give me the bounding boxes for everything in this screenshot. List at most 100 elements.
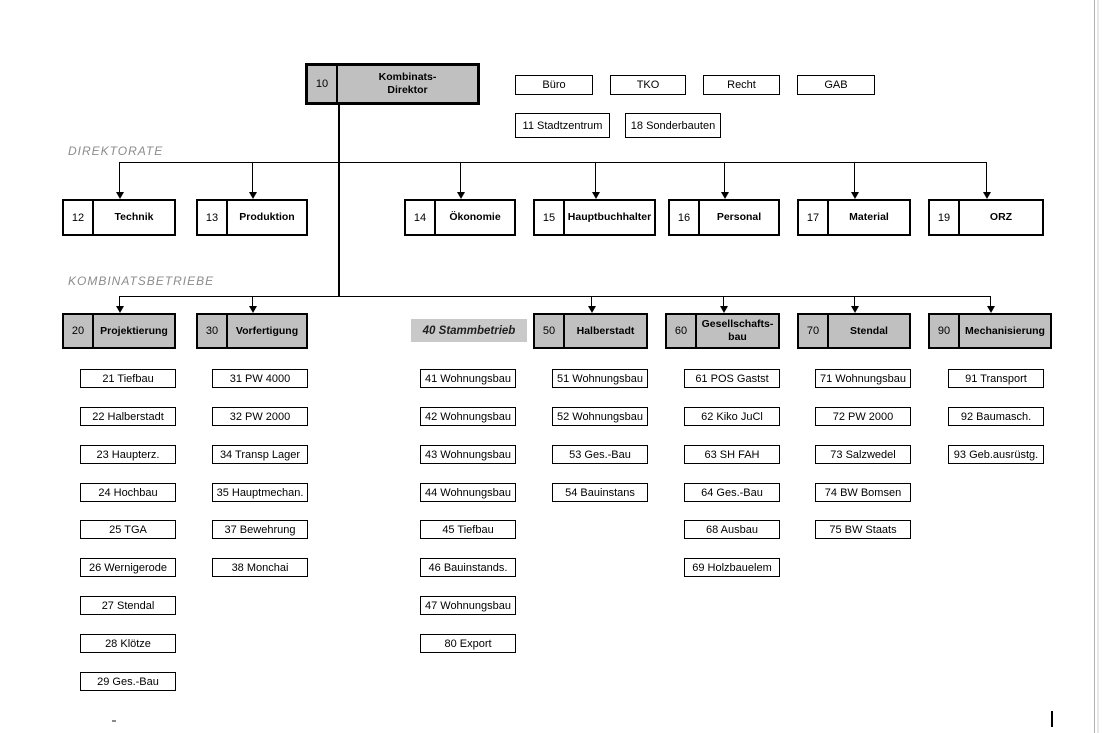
box-10-kombinats-direktor[interactable]: 10 Kombinats- Direktor <box>305 63 480 105</box>
sub-box-34[interactable]: 34 Transp Lager <box>212 445 308 464</box>
sub-box-47[interactable]: 47 Wohnungsbau <box>420 596 516 615</box>
box-70-betrieb[interactable]: 70 Stendal <box>797 313 911 349</box>
box-20-betrieb-number: 20 <box>64 315 94 347</box>
direktorat-connector-4-arrowhead-icon <box>721 192 729 199</box>
box-70-betrieb-label: Stendal <box>850 324 888 337</box>
sub-box-75[interactable]: 75 BW Staats <box>815 520 911 539</box>
betrieb-connector-2-stem <box>591 296 592 306</box>
box-50-betrieb-number: 50 <box>535 315 565 347</box>
box-19-direktorat[interactable]: 19 ORZ <box>928 199 1044 236</box>
sub-box-22[interactable]: 22 Halberstadt <box>80 407 176 426</box>
box-60-betrieb-label: Gesellschafts-bau <box>697 315 778 347</box>
box-70-betrieb-number: 70 <box>799 315 829 347</box>
betrieb-connector-0-arrowhead-icon <box>116 306 124 313</box>
sub-box-69[interactable]: 69 Holzbauelem <box>684 558 780 577</box>
box-14-direktorat-label: Ökonomie <box>449 211 501 223</box>
box-30-betrieb-label: Vorfertigung <box>235 324 299 337</box>
staff-box-18[interactable]: 18 Sonderbauten <box>625 113 721 138</box>
box-10-label-line1: Kombinats- <box>378 71 437 83</box>
page-edge-shade <box>1097 0 1099 733</box>
staff-box-büro[interactable]: Büro <box>515 75 593 95</box>
sub-box-26[interactable]: 26 Wernigerode <box>80 558 176 577</box>
sub-box-45[interactable]: 45 Tiefbau <box>420 520 516 539</box>
sub-box-25[interactable]: 25 TGA <box>80 520 176 539</box>
section-label-direktorate: DIREKTORATE <box>68 144 164 158</box>
stray-dot <box>112 720 116 722</box>
box-15-direktorat-number: 15 <box>535 201 565 234</box>
betrieb-connector-4-arrowhead-icon <box>851 306 859 313</box>
direktorat-connector-6-arrowhead-icon <box>983 192 991 199</box>
sub-box-74[interactable]: 74 BW Bomsen <box>815 483 911 502</box>
box-20-betrieb-label: Projektierung <box>100 324 168 337</box>
direktorat-connector-5-arrowhead-icon <box>851 192 859 199</box>
sub-box-38[interactable]: 38 Monchai <box>212 558 308 577</box>
staff-box-recht[interactable]: Recht <box>703 75 780 95</box>
sub-box-27[interactable]: 27 Stendal <box>80 596 176 615</box>
sub-box-37[interactable]: 37 Bewehrung <box>212 520 308 539</box>
sub-box-29[interactable]: 29 Ges.-Bau <box>80 672 176 691</box>
sub-box-46[interactable]: 46 Bauinstands. <box>420 558 516 577</box>
sub-box-52[interactable]: 52 Wohnungsbau <box>552 407 648 426</box>
box-16-direktorat-number: 16 <box>670 201 700 234</box>
staff-box-11[interactable]: 11 Stadtzentrum <box>515 113 610 138</box>
label-40-stammbetrieb[interactable]: 40 Stammbetrieb <box>411 319 527 342</box>
sub-box-71[interactable]: 71 Wohnungsbau <box>815 369 911 388</box>
direktorat-connector-0-arrowhead-icon <box>116 192 124 199</box>
sub-box-91[interactable]: 91 Transport <box>948 369 1044 388</box>
sub-box-24[interactable]: 24 Hochbau <box>80 483 176 502</box>
sub-box-63[interactable]: 63 SH FAH <box>684 445 780 464</box>
direktorat-connector-1-arrowhead-icon <box>249 192 257 199</box>
sub-box-68[interactable]: 68 Ausbau <box>684 520 780 539</box>
box-16-direktorat[interactable]: 16 Personal <box>668 199 780 236</box>
sub-box-72[interactable]: 72 PW 2000 <box>815 407 911 426</box>
box-19-direktorat-number: 19 <box>930 201 960 234</box>
betriebe-distribution-line <box>119 296 991 297</box>
box-14-direktorat-number: 14 <box>406 201 436 234</box>
sub-box-28[interactable]: 28 Klötze <box>80 634 176 653</box>
sub-box-21[interactable]: 21 Tiefbau <box>80 369 176 388</box>
sub-box-31[interactable]: 31 PW 4000 <box>212 369 308 388</box>
box-60-betrieb-label-line1: Gesellschafts- <box>701 318 774 330</box>
sub-box-54[interactable]: 54 Bauinstans <box>552 483 648 502</box>
sub-box-64[interactable]: 64 Ges.-Bau <box>684 483 780 502</box>
box-60-betrieb-number: 60 <box>667 315 697 347</box>
sub-box-73[interactable]: 73 Salzwedel <box>815 445 911 464</box>
box-20-betrieb[interactable]: 20 Projektierung <box>62 313 176 349</box>
sub-box-44[interactable]: 44 Wohnungsbau <box>420 483 516 502</box>
sub-box-51[interactable]: 51 Wohnungsbau <box>552 369 648 388</box>
sub-box-62[interactable]: 62 Kiko JuCl <box>684 407 780 426</box>
sub-box-41[interactable]: 41 Wohnungsbau <box>420 369 516 388</box>
sub-box-23[interactable]: 23 Haupterz. <box>80 445 176 464</box>
box-16-direktorat-label: Personal <box>716 211 762 223</box>
box-14-direktorat[interactable]: 14 Ökonomie <box>404 199 516 236</box>
staff-box-tko[interactable]: TKO <box>610 75 686 95</box>
sub-box-92[interactable]: 92 Baumasch. <box>948 407 1044 426</box>
sub-box-93[interactable]: 93 Geb.ausrüstg. <box>948 445 1044 464</box>
sub-box-61[interactable]: 61 POS Gastst <box>684 369 780 388</box>
box-12-direktorat-number: 12 <box>64 201 94 234</box>
betrieb-connector-0-stem <box>119 296 120 306</box>
text-cursor-mark <box>1051 711 1053 727</box>
page-edge-line <box>1094 0 1095 733</box>
direktorat-connector-3-arrowhead-icon <box>592 192 600 199</box>
box-13-direktorat-label: Produktion <box>239 211 295 223</box>
sub-box-43[interactable]: 43 Wohnungsbau <box>420 445 516 464</box>
sub-box-53[interactable]: 53 Ges.-Bau <box>552 445 648 464</box>
staff-box-gab[interactable]: GAB <box>797 75 875 95</box>
sub-box-35[interactable]: 35 Hauptmechan. <box>212 483 308 502</box>
betrieb-connector-1-arrowhead-icon <box>249 306 257 313</box>
direktorat-connector-1-stem <box>252 162 253 192</box>
sub-box-42[interactable]: 42 Wohnungsbau <box>420 407 516 426</box>
box-19-direktorat-label: ORZ <box>989 211 1013 223</box>
sub-box-80[interactable]: 80 Export <box>420 634 516 653</box>
sub-box-32[interactable]: 32 PW 2000 <box>212 407 308 426</box>
direktorat-connector-5-stem <box>854 162 855 192</box>
